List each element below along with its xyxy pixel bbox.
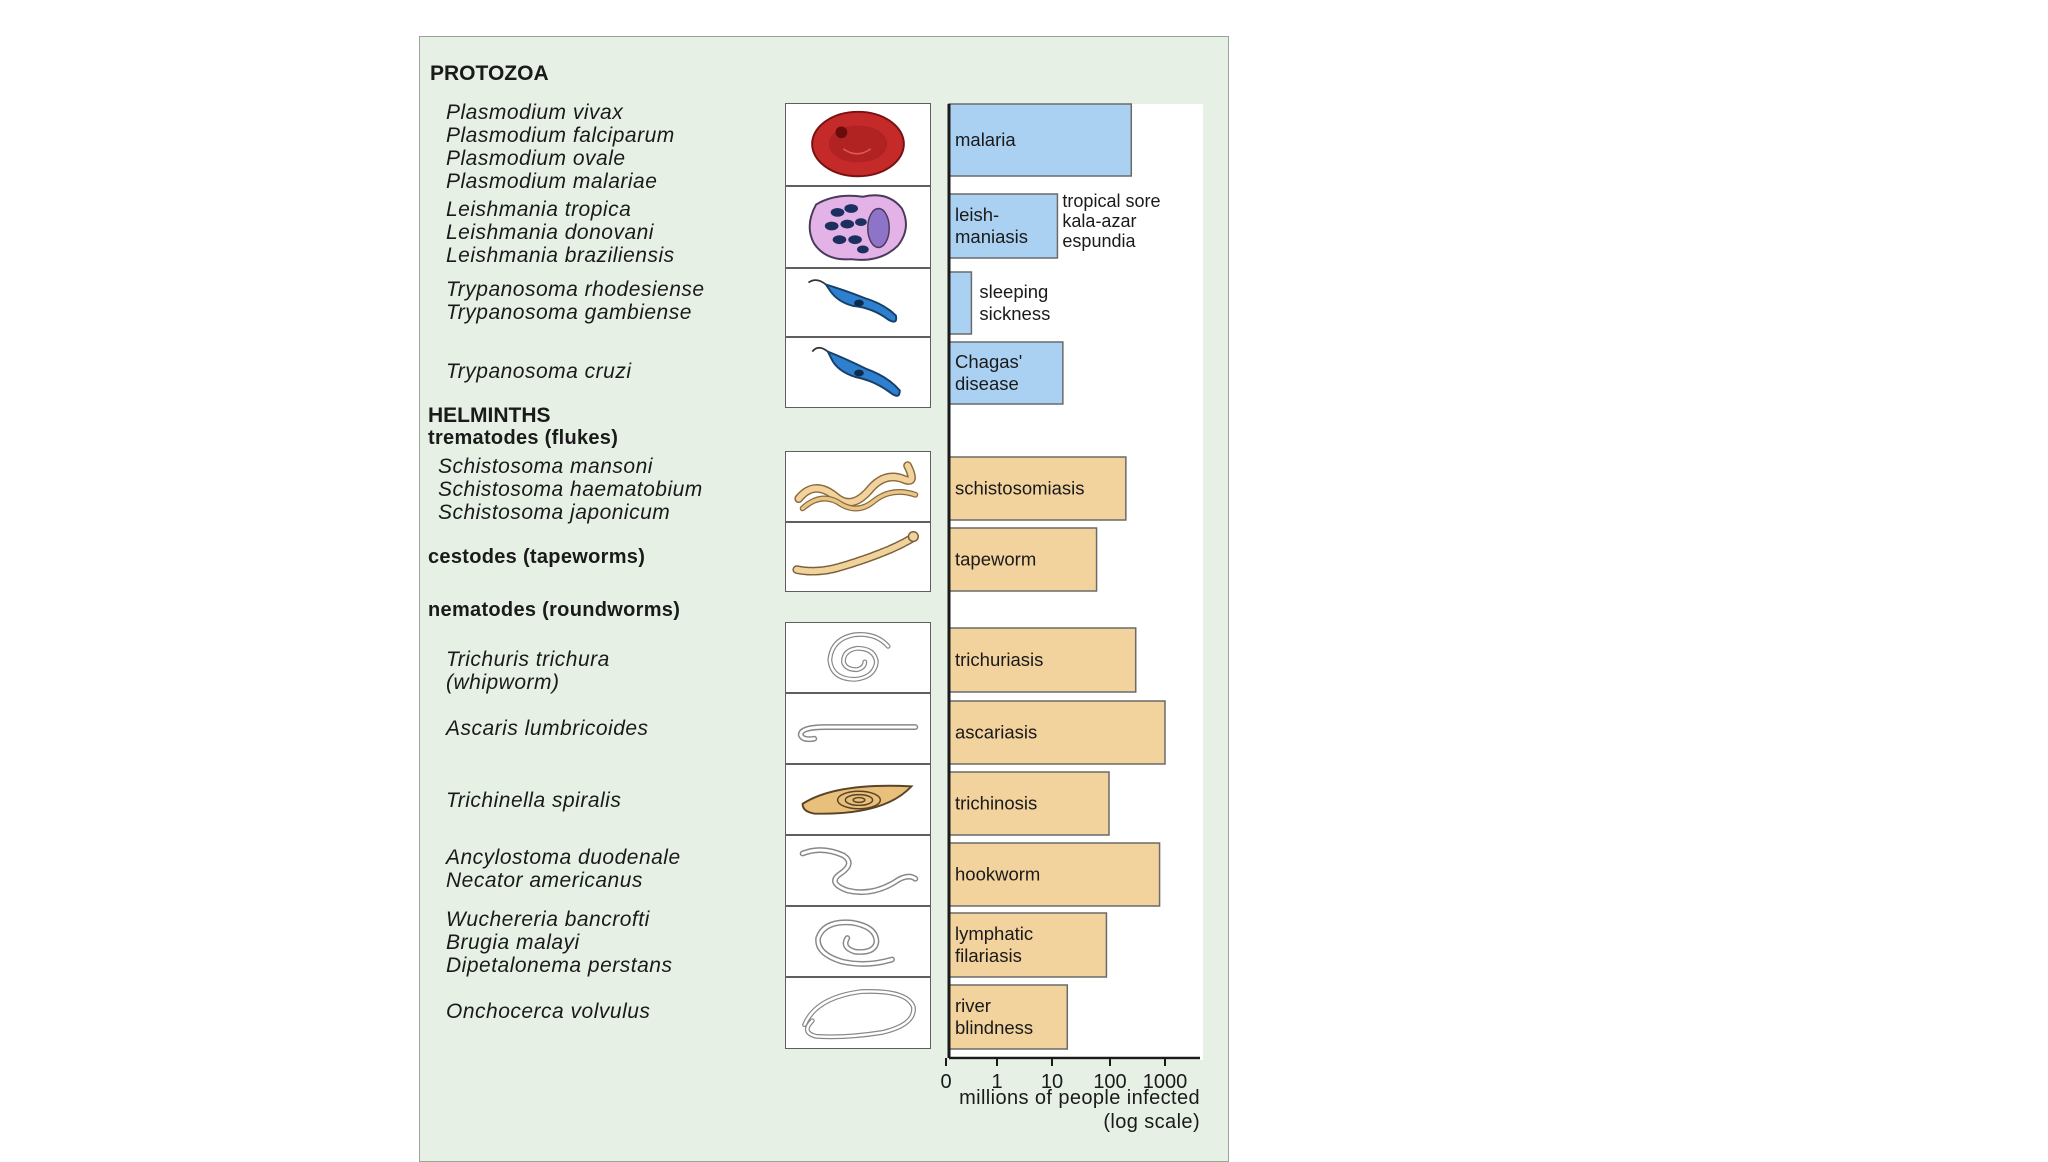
species-group-ascaris: Ascaris lumbricoides xyxy=(446,717,649,740)
species-name: Schistosoma haematobium xyxy=(438,478,703,501)
x-tick-label: 100 xyxy=(1093,1071,1126,1093)
x-tick-label: 1000 xyxy=(1143,1071,1188,1093)
fluke-pair-icon xyxy=(785,451,931,522)
species-name: Trypanosoma gambiense xyxy=(446,301,692,324)
bar-lymphatic-filariasis xyxy=(948,912,1108,978)
bar-trichuriasis xyxy=(948,627,1137,693)
species-group-trichuris: Trichuris trichura (whipworm) xyxy=(446,648,610,694)
species-name: (whipworm) xyxy=(446,671,560,694)
species-name: Plasmodium falciparum xyxy=(446,124,675,147)
species-name: Brugia malayi xyxy=(446,931,580,954)
bar-label: trichinosis xyxy=(955,793,1037,814)
red-blood-cell-icon xyxy=(785,103,931,186)
onchocerca-icon xyxy=(785,977,931,1049)
encysted-larva-icon xyxy=(785,764,931,835)
x-axis-title: millions of people infected (log scale) xyxy=(870,1086,1200,1134)
species-name: Leishmania tropica xyxy=(446,198,632,221)
species-name: Trypanosoma rhodesiense xyxy=(446,278,705,301)
whipworm-icon xyxy=(785,622,931,693)
x-tick-label: 0 xyxy=(940,1071,951,1093)
species-group-schistosoma: Schistosoma mansoni Schistosoma haematob… xyxy=(438,455,703,524)
species-group-onchocerca: Onchocerca volvulus xyxy=(446,1000,650,1023)
species-name: Trypanosoma cruzi xyxy=(446,360,632,383)
bar-label: ascariasis xyxy=(955,722,1037,743)
bar-label: maniasis xyxy=(955,226,1028,247)
species-group-trypanosoma-african: Trypanosoma rhodesiense Trypanosoma gamb… xyxy=(446,278,705,324)
species-group-trichinella: Trichinella spiralis xyxy=(446,789,621,812)
infected-macrophage-icon xyxy=(785,186,931,268)
species-group-plasmodium: Plasmodium vivax Plasmodium falciparum P… xyxy=(446,101,675,193)
x-axis-title-line1: millions of people infected xyxy=(959,1087,1200,1109)
species-name: Ascaris lumbricoides xyxy=(446,717,649,740)
species-group-hookworm: Ancylostoma duodenale Necator americanus xyxy=(446,846,681,892)
species-name: Trichinella spiralis xyxy=(446,789,622,812)
species-name: Necator americanus xyxy=(446,869,643,892)
species-name: Onchocerca volvulus xyxy=(446,1000,651,1023)
species-name: Trichuris trichura xyxy=(446,648,610,671)
protozoa-heading: PROTOZOA xyxy=(430,62,549,85)
bar-chagas-disease xyxy=(948,341,1064,405)
tapeworm-icon xyxy=(785,522,931,592)
species-name: Wuchereria bancrofti xyxy=(446,908,650,931)
bar-sleeping-sickness xyxy=(948,271,973,335)
bar-label: river xyxy=(955,995,991,1016)
bar-label: lymphatic xyxy=(955,923,1033,944)
trypanosome-icon xyxy=(785,337,931,408)
species-group-trypanosoma-cruzi: Trypanosoma cruzi xyxy=(446,360,632,383)
bar-label: Chagas' xyxy=(955,351,1022,372)
species-name: Plasmodium vivax xyxy=(446,101,624,124)
bar-label: disease xyxy=(955,373,1019,394)
species-name: Plasmodium ovale xyxy=(446,147,626,170)
bar-ascariasis xyxy=(948,700,1166,765)
x-axis-title-line2: (log scale) xyxy=(1103,1111,1200,1133)
species-name: Schistosoma mansoni xyxy=(438,455,653,478)
bar-label: tapeworm xyxy=(955,549,1036,570)
species-name: Plasmodium malariae xyxy=(446,170,658,193)
bar-label: malaria xyxy=(955,129,1016,150)
species-name: Dipetalonema perstans xyxy=(446,954,673,977)
bar-label: trichuriasis xyxy=(955,649,1043,670)
helminths-heading: HELMINTHS xyxy=(428,404,551,427)
species-group-filaria: Wuchereria bancrofti Brugia malayi Dipet… xyxy=(446,908,672,977)
bar-schistosomiasis xyxy=(948,456,1127,521)
x-tick-label: 10 xyxy=(1041,1071,1063,1093)
bar-trichinosis xyxy=(948,771,1110,836)
bar-label: sleeping xyxy=(979,281,1048,302)
side-label: espundia xyxy=(1062,231,1136,251)
filarial-worm-icon xyxy=(785,906,931,977)
hookworm-icon xyxy=(785,835,931,906)
nematodes-heading: nematodes (roundworms) xyxy=(428,599,681,621)
bar-label: leish- xyxy=(955,204,999,225)
x-tick-label: 1 xyxy=(991,1071,1002,1093)
trematodes-heading: trematodes (flukes) xyxy=(428,427,619,449)
bar-leish-maniasis xyxy=(948,193,1059,259)
species-name: Leishmania donovani xyxy=(446,221,654,244)
cestodes-heading: cestodes (tapeworms) xyxy=(428,546,646,568)
trypanosome-icon xyxy=(785,268,931,337)
side-label: tropical sore xyxy=(1062,191,1160,211)
side-label: kala-azar xyxy=(1062,211,1136,231)
bar-label: hookworm xyxy=(955,864,1040,885)
roundworm-icon xyxy=(785,693,931,764)
species-group-leishmania: Leishmania tropica Leishmania donovani L… xyxy=(446,198,675,267)
bar-label: schistosomiasis xyxy=(955,478,1085,499)
species-name: Ancylostoma duodenale xyxy=(446,846,681,869)
species-name: Leishmania braziliensis xyxy=(446,244,675,267)
bar-label: sickness xyxy=(979,303,1050,324)
bar-label: filariasis xyxy=(955,945,1022,966)
species-name: Schistosoma japonicum xyxy=(438,501,671,524)
bar-malaria xyxy=(948,103,1133,177)
bar-label: blindness xyxy=(955,1017,1033,1038)
